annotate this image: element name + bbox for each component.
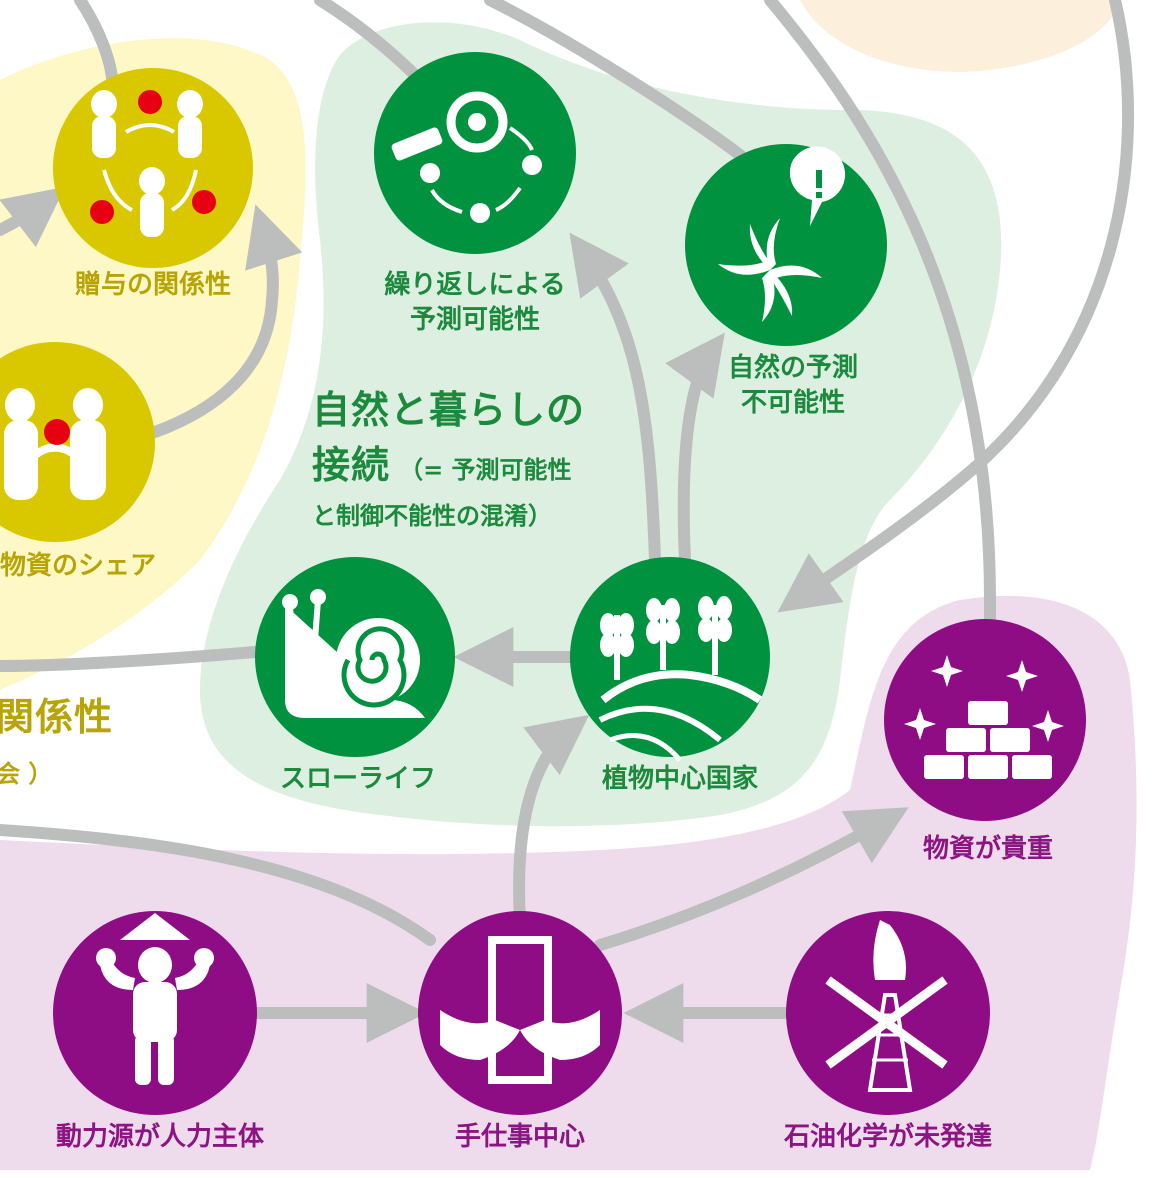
nature-region-title-line1: 自然と暮らしの — [312, 388, 586, 432]
label-plant-state: 植物中心国家 — [601, 764, 759, 794]
crossed-oil-derrick-icon — [825, 920, 948, 1092]
left-region-subtitle: 会 ） — [0, 760, 53, 788]
label-repeat-line1: 繰り返しによる — [384, 270, 566, 300]
node-no-petro — [786, 911, 990, 1115]
magnifier-cycle-icon — [391, 91, 542, 223]
arrow-top-to-gift — [74, 0, 118, 84]
node-human-power — [53, 911, 257, 1115]
label-handwork: 手仕事中心 — [454, 1122, 586, 1152]
arrow-handwork-to-precious — [594, 807, 909, 951]
label-no-petro: 石油化学が未発達 — [783, 1122, 993, 1152]
node-gift — [53, 68, 253, 268]
node-repeat — [374, 52, 576, 254]
sparkling-blocks-icon — [904, 655, 1064, 779]
label-human-power: 動力源が人力主体 — [55, 1122, 265, 1152]
line-slowlife-to-left — [0, 646, 261, 672]
arrow-handwork-to-plant — [513, 714, 590, 926]
left-region-title: 関係性 — [0, 695, 114, 739]
label-unpredict-line2: 不可能性 — [740, 388, 846, 419]
people-sharing-icon — [4, 388, 106, 500]
line-top-to-repeat — [314, 0, 426, 86]
whirlpool-exclamation-icon — [718, 146, 846, 322]
peach-region — [800, 0, 1120, 72]
node-unpredict — [685, 144, 887, 346]
label-gift: 贈与の関係性 — [74, 270, 232, 300]
nature-region-title-line2: 接続 （= 予測可能性 — [312, 440, 572, 491]
node-precious — [884, 619, 1086, 821]
arrow-plant-to-repeat — [569, 232, 661, 566]
label-precious: 物資が貴重 — [922, 834, 1054, 864]
plants-field-icon — [598, 596, 763, 762]
node-handwork — [418, 911, 622, 1115]
node-slowlife — [255, 557, 455, 757]
node-share — [0, 342, 155, 542]
hands-holding-card-icon — [440, 936, 600, 1084]
nature-title-word: 接続 — [312, 443, 391, 487]
arrow-share-to-gift — [149, 204, 303, 438]
label-unpredict-line1: 自然の予測 — [727, 353, 859, 383]
arrow-left-to-gift — [0, 186, 66, 248]
label-repeat: 繰り返しによる 予測可能性 — [384, 268, 565, 338]
label-repeat-line2: 予測可能性 — [409, 305, 541, 336]
people-gift-cycle-icon — [90, 90, 216, 237]
node-plant-state — [570, 557, 770, 762]
label-unpredict: 自然の予測 不可能性 — [728, 351, 858, 421]
arrow-plant-to-unpredict — [665, 332, 725, 566]
arrow-right-to-plant — [777, 0, 1135, 613]
label-slowlife: スローライフ — [279, 764, 437, 794]
label-share: 活物資のシェア — [0, 549, 182, 584]
nature-subtitle-line2: と制御不能性の混淆） — [312, 502, 552, 530]
label-share-text: 活物資のシェア — [0, 551, 157, 581]
line-left-to-handwork — [0, 824, 436, 946]
line-top-to-unpredict — [484, 0, 746, 161]
nature-subtitle-line1: （= 予測可能性 — [399, 456, 572, 484]
snail-icon — [282, 589, 425, 718]
strong-person-icon — [96, 913, 214, 1085]
line-right-to-purple — [764, 0, 996, 626]
